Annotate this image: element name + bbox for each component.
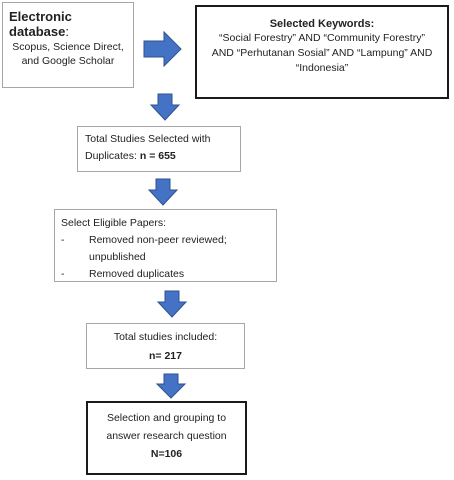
included-studies-count: n= 217 bbox=[149, 350, 182, 362]
keywords-line-3: “Indonesia” bbox=[295, 62, 349, 74]
arrow-down-icon bbox=[149, 93, 181, 121]
arrow-down-icon bbox=[147, 178, 179, 206]
included-studies-box: Total studies included: n= 217 bbox=[86, 323, 245, 369]
eligible-papers-box: Select Eligible Papers: - Removed non-pe… bbox=[54, 209, 277, 282]
database-box: Electronic database: Scopus, Science Dir… bbox=[2, 2, 134, 88]
database-title: Electronic database bbox=[9, 9, 72, 39]
database-title-colon: : bbox=[65, 24, 69, 39]
eligible-criterion-text: Removed duplicates bbox=[89, 268, 185, 280]
total-studies-label: Duplicates: bbox=[85, 150, 140, 162]
database-sources: Scopus, Science Direct, and Google Schol… bbox=[9, 40, 127, 68]
selection-line-2: answer research question bbox=[106, 430, 227, 442]
bullet-dash: - bbox=[61, 234, 65, 246]
arrow-down-icon bbox=[155, 373, 187, 399]
selection-line-1: Selection and grouping to bbox=[106, 412, 227, 424]
selection-box: Selection and grouping to answer researc… bbox=[86, 401, 247, 475]
arrow-down-icon bbox=[156, 290, 188, 318]
eligible-criterion-item: - Removed non-peer reviewed; unpublished bbox=[61, 232, 270, 266]
included-studies-label: Total studies included: bbox=[113, 331, 218, 343]
eligible-criterion-text: Removed non-peer reviewed; unpublished bbox=[89, 234, 227, 263]
eligible-papers-title: Select Eligible Papers: bbox=[61, 217, 167, 229]
arrow-right-icon bbox=[143, 30, 182, 68]
total-studies-line-2: Duplicates: n = 655 bbox=[85, 148, 233, 165]
database-title-row: Electronic database: bbox=[9, 9, 127, 39]
keywords-line-2: AND “Perhutanan Sosial” AND “Lampung” AN… bbox=[211, 47, 433, 59]
keywords-line-1: “Social Forestry” AND “Community Forestr… bbox=[219, 32, 425, 44]
bullet-dash: - bbox=[61, 268, 65, 280]
keywords-query: “Social Forestry” AND “Community Forestr… bbox=[201, 31, 443, 76]
keywords-box: Selected Keywords: “Social Forestry” AND… bbox=[195, 5, 449, 99]
database-sources-line-2: and Google Scholar bbox=[21, 55, 115, 67]
selection-count: N=106 bbox=[150, 448, 183, 460]
database-sources-line-1: Scopus, Science Direct, bbox=[12, 41, 124, 53]
total-studies-line-1: Total Studies Selected with bbox=[85, 133, 211, 145]
keywords-title: Selected Keywords: bbox=[269, 18, 375, 30]
total-studies-count: n = 655 bbox=[139, 150, 176, 162]
total-studies-box: Total Studies Selected with Duplicates: … bbox=[77, 126, 241, 172]
eligible-criterion-item: - Removed duplicates bbox=[61, 266, 270, 283]
